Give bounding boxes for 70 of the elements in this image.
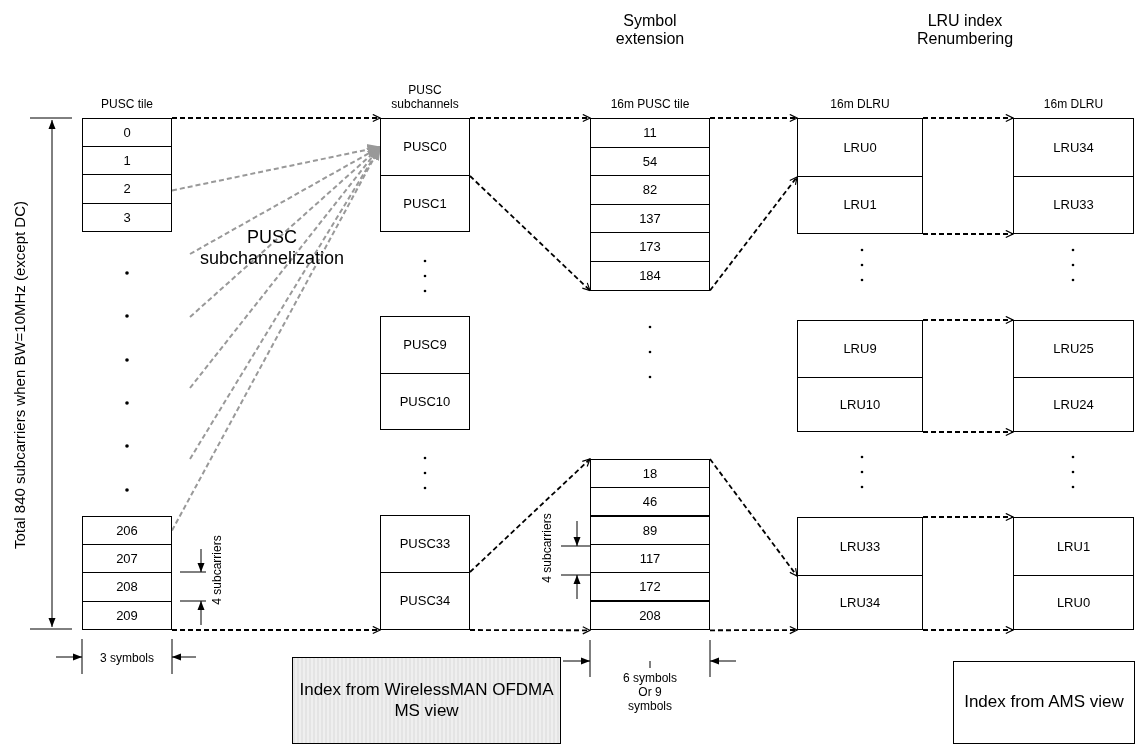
axis-label: Total 840 subcarriers when BW=10MHz (except DC) [11, 200, 29, 552]
grid-cell: 1 [82, 146, 172, 175]
grid-cell: 3 [82, 203, 172, 232]
arrow [171, 625, 381, 635]
grid-cell: 89 [590, 516, 710, 546]
grid-cell: 0 [82, 118, 172, 147]
arrow [922, 113, 1014, 123]
arrow [469, 626, 591, 635]
grid-cell: 11 [590, 118, 710, 148]
grid-cell: 82 [590, 175, 710, 205]
grid-cell: LRU10 [797, 377, 923, 432]
grid-cell: LRU34 [1013, 118, 1134, 177]
grid-cell: LRU1 [797, 176, 923, 234]
grid-cell: 18 [590, 459, 710, 489]
grid-cell: LRU24 [1013, 377, 1134, 432]
arrow [171, 113, 381, 123]
grid-cell: LRU34 [797, 575, 923, 630]
arrow [709, 113, 798, 123]
grid-cell: PUSC34 [380, 572, 470, 630]
dimension-label: 4 subcarriers [211, 534, 225, 607]
arrow [171, 144, 382, 192]
text-box: Index from AMS view [953, 661, 1135, 744]
column-heading: PUSC tile [100, 98, 154, 112]
grid-cell: PUSC1 [380, 175, 470, 232]
grid-cell: 207 [82, 544, 172, 573]
section-heading: LRU index Renumbering [915, 11, 1015, 49]
grid-cell: LRU0 [1013, 575, 1134, 630]
arrow [709, 458, 798, 577]
arrow [922, 427, 1014, 437]
grid-cell: 54 [590, 147, 710, 177]
column-heading: PUSC subchannels [390, 84, 460, 112]
grid-cell: PUSC10 [380, 373, 470, 430]
arrow [469, 175, 591, 292]
grid-cell: 184 [590, 261, 710, 291]
arrow [922, 315, 1014, 325]
column-heading: 16m DLRU [829, 98, 891, 112]
section-heading: Symbol extension [614, 11, 686, 49]
grid-cell: 208 [590, 601, 710, 631]
arrow [469, 458, 591, 573]
arrow [469, 113, 591, 123]
dimension-label: 4 subcarriers [541, 512, 555, 585]
grid-cell: 46 [590, 487, 710, 517]
grid-cell: LRU33 [1013, 176, 1134, 234]
grid-cell: 173 [590, 232, 710, 262]
column-heading: 16m DLRU [1042, 98, 1105, 112]
grid-cell: LRU25 [1013, 320, 1134, 378]
grid-cell: LRU0 [797, 118, 923, 177]
arrow [922, 229, 1014, 239]
grid-cell: PUSC0 [380, 118, 470, 176]
grid-cell: 209 [82, 601, 172, 630]
grid-cell: 208 [82, 572, 172, 602]
grid-cell: LRU1 [1013, 517, 1134, 576]
grid-cell: LRU33 [797, 517, 923, 576]
arrow [922, 512, 1014, 522]
shaded-box: Index from WirelessMAN OFDMA MS view [292, 657, 561, 744]
grid-cell: 206 [82, 516, 172, 545]
column-heading: 16m PUSC tile [609, 98, 691, 112]
grid-cell: PUSC9 [380, 316, 470, 374]
grid-cell: 2 [82, 174, 172, 204]
dimension-label: 6 symbols Or 9 symbols [622, 672, 678, 714]
grid-cell: 137 [590, 204, 710, 234]
grid-cell: 172 [590, 572, 710, 602]
grid-cell: 117 [590, 544, 710, 574]
grid-cell: LRU9 [797, 320, 923, 378]
arrow [709, 176, 798, 292]
arrow [922, 625, 1014, 635]
arrow [709, 625, 798, 635]
process-label: PUSC subchannelization [198, 227, 346, 269]
dimension-label: 3 symbols [99, 652, 155, 666]
grid-cell: PUSC33 [380, 515, 470, 573]
